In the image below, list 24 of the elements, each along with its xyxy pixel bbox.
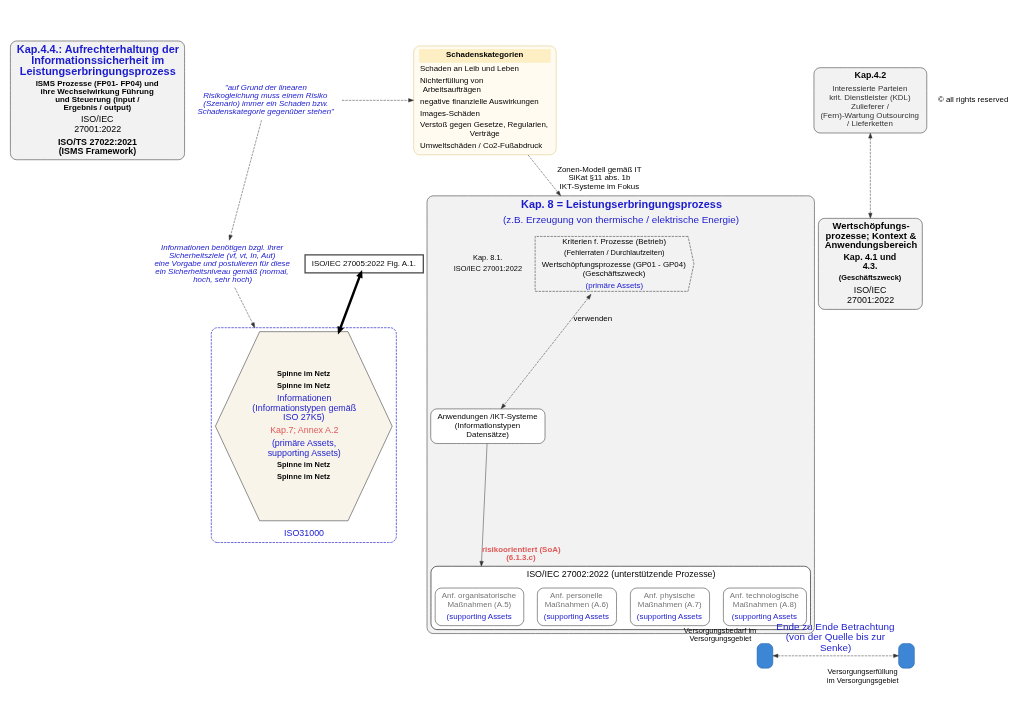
node-box: Anwendungen /IKT-Systeme (Informationstypen Datensätze) (430, 408, 546, 444)
arrow (500, 293, 592, 409)
arrow (772, 653, 899, 658)
arrow (228, 119, 262, 240)
arrow (479, 442, 488, 566)
arrow (234, 286, 256, 328)
node-text: Informationen benötigen bzgl. ihrer Sicherheitsziele (vf, vt, In, Aut) eine Vorgabe und postulieren für diese ein Sicherheitsniveau gemäß (normal, hoch, sehr hoch) (154, 242, 290, 284)
node-box: ISO/IEC 27005:2022 Fig. A.1. (304, 253, 424, 273)
edge-label: Zonen-Modell gemäß IT SiKat §11 abs. 1b IKT-Systeme im Fokus (557, 164, 642, 191)
arrow (337, 269, 363, 334)
label: © all rights reserved (937, 94, 1009, 104)
node-text: "auf Grund der linearen Risikogleichung muss einem Risiko (Szenario) immer ein Schaden bzw. Schadenskategorie gegenüber stehen" (197, 82, 334, 116)
node-person (756, 642, 774, 668)
edge-label: verwenden (573, 313, 613, 323)
edge-label: risikoorientiert (SoA) (6.1.3.c) (481, 544, 561, 562)
node-box: Anf. personelle Maßnahmen (A.6) (supporting Assets (537, 587, 617, 626)
node-box: Kap.4.2 Interessierte Parteien krit. Dienstleister (KDL) Zulieferer / (Fern)-Wartung Outsourcing / Lieferketten (813, 66, 928, 133)
node-box: Anf. organisatorische Maßnahmen (A.5) (supporting Assets (434, 587, 525, 626)
node-person (898, 642, 915, 668)
arrow (527, 154, 561, 196)
arrow (868, 132, 873, 218)
node-box: Kap.4.4.: Aufrechterhaltung der Informationssicherheit im Leistungserbringungsprozess ISMS Prozesse (FP01- FP04) und ihre Wechselwirkung Führung und Steuerung (input / Ergebnis / output) ISO/IEC 27001:2022 ISO/TS 27022:2021 (ISMS Framework) (10, 40, 185, 160)
arrow (341, 97, 414, 102)
node-box: Anf. physische Maßnahmen (A.7) (supporting Assets (630, 587, 710, 626)
